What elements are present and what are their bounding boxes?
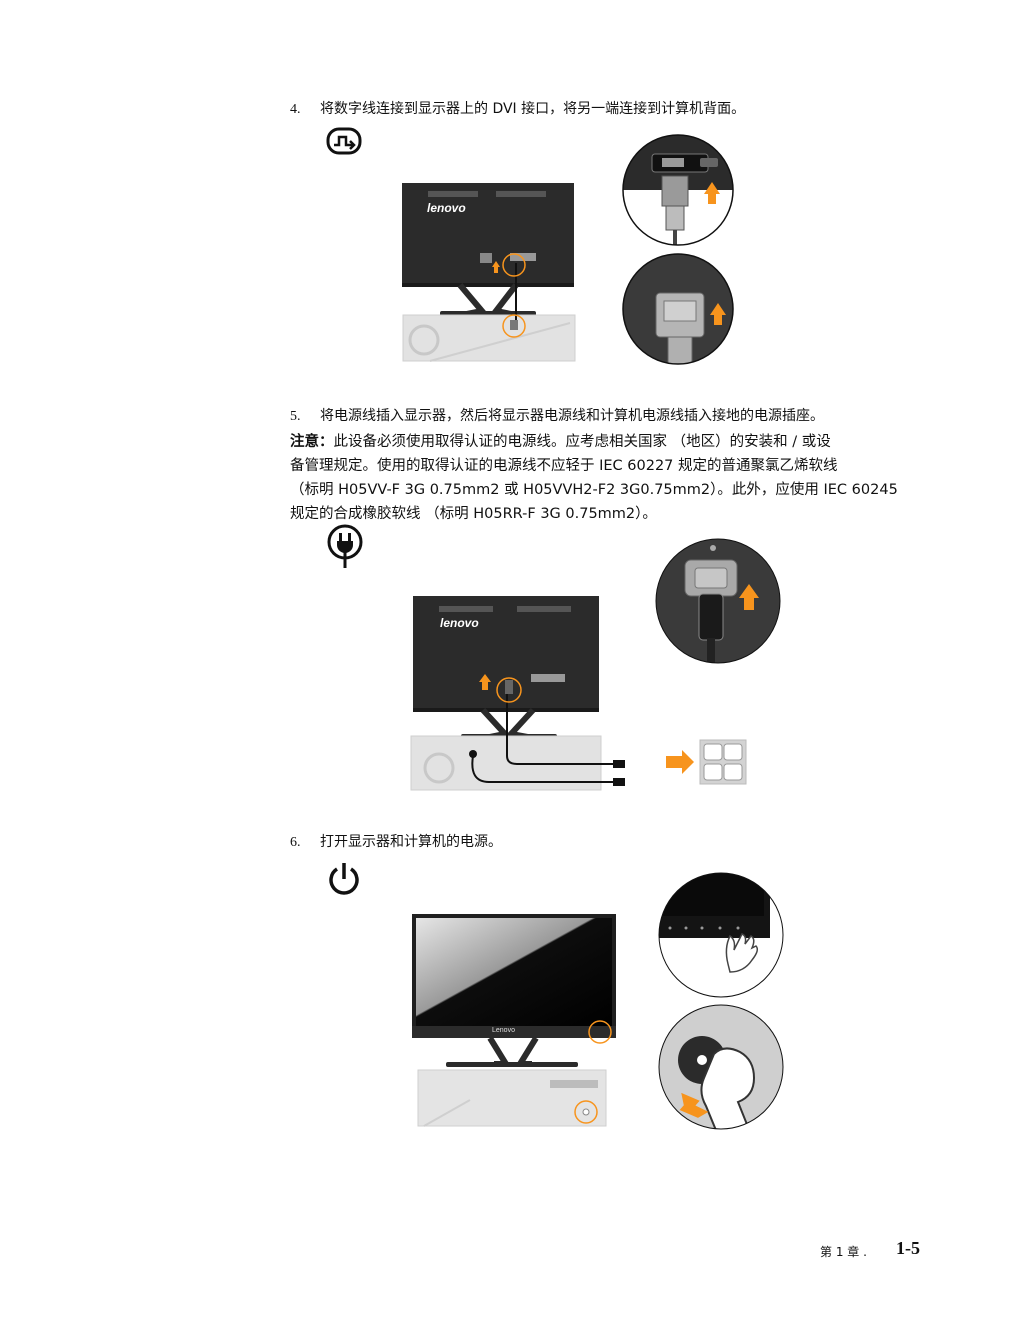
power-connector-zoom (655, 538, 781, 664)
monitor-button-zoom (658, 872, 784, 998)
pc-power-button-zoom (658, 1004, 784, 1130)
monitor-back-illustration-1 (402, 183, 576, 362)
note-line-4: 规定的合成橡胶软线 （标明 H05RR-F 3G 0.75mm2）。 (290, 506, 657, 522)
step-4-text: 4. 将数字线连接到显示器上的 DVI 接口，将另一端连接到计算机背面。 (290, 99, 745, 120)
signal-connector-icon (326, 127, 362, 155)
power-plug-icon (327, 524, 363, 568)
safety-note: 注意：此设备必须使用取得认证的电源线。应考虑相关国家 （地区）的安装和 / 或设… (290, 430, 930, 526)
note-label: 注意： (290, 434, 334, 450)
monitor-front-illustration (412, 914, 616, 1127)
lenovo-logo-3: Lenovo (492, 1027, 515, 1034)
lenovo-logo-2: lenovo (440, 616, 479, 630)
step-5-label: 将电源线插入显示器，然后将显示器电源线和计算机电源线插入接地的电源插座。 (320, 408, 824, 424)
dvi-connector-zoom-2 (622, 253, 734, 365)
step-6-label: 打开显示器和计算机的电源。 (320, 834, 502, 850)
note-line-2: 备管理规定。使用的取得认证的电源线不应轻于 IEC 60227 规定的普通聚氯乙… (290, 458, 838, 474)
step-6-number: 6. (290, 835, 301, 850)
step-4-number: 4. (290, 102, 301, 117)
step-5-number: 5. (290, 409, 301, 424)
wall-outlet-illustration (666, 739, 747, 785)
step-4-label: 将数字线连接到显示器上的 DVI 接口，将另一端连接到计算机背面。 (320, 101, 746, 117)
power-button-icon (329, 863, 359, 895)
step-6-text: 6. 打开显示器和计算机的电源。 (290, 832, 502, 853)
dvi-connector-zoom-1 (622, 134, 734, 246)
note-line-1: 注意：此设备必须使用取得认证的电源线。应考虑相关国家 （地区）的安装和 / 或设 (290, 434, 831, 450)
chapter-label: 第 1 章 . (820, 1245, 867, 1259)
note-line-3: （标明 H05VV-F 3G 0.75mm2 或 H05VVH2-F2 3G0.… (290, 482, 898, 498)
monitor-back-illustration-2 (410, 596, 625, 791)
lenovo-logo-1: lenovo (427, 201, 466, 215)
step-5-text: 5. 将电源线插入显示器，然后将显示器电源线和计算机电源线插入接地的电源插座。 (290, 406, 824, 427)
page-number: 1-5 (896, 1238, 920, 1258)
